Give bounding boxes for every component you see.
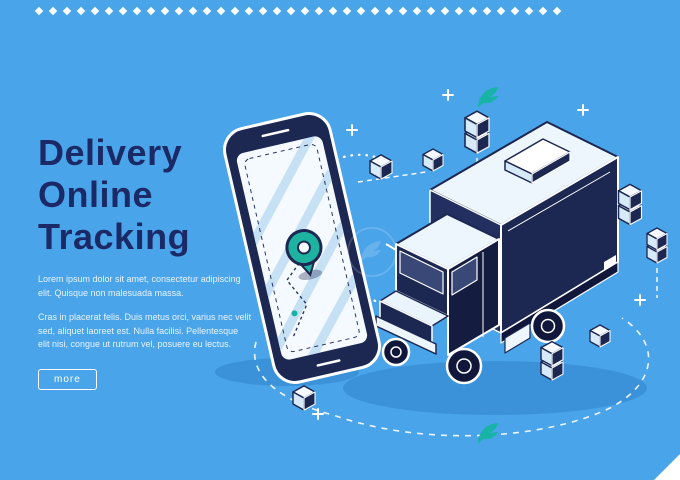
delivery-truck-illustration xyxy=(375,121,619,385)
diamond-icon xyxy=(454,6,464,16)
diamond-icon xyxy=(300,6,310,16)
intro-paragraph: Lorem ipsum dolor sit amet, consectetur … xyxy=(38,274,241,298)
package-box-icon xyxy=(292,385,316,411)
diamond-icon xyxy=(412,6,422,16)
phone-home-bar xyxy=(316,359,341,367)
truck-front-wheels xyxy=(381,337,483,385)
package-stack-icon xyxy=(541,342,563,381)
door-window xyxy=(451,256,478,296)
diamond-icon xyxy=(188,6,198,16)
diamond-icon xyxy=(440,6,450,16)
diamond-icon xyxy=(230,6,240,16)
tail-light xyxy=(604,255,616,270)
diamond-icon xyxy=(286,6,296,16)
diamond-icon xyxy=(174,6,184,16)
diamond-icon xyxy=(524,6,534,16)
package-stack-icon xyxy=(647,228,667,263)
map-dashed-border xyxy=(244,143,360,353)
windshield xyxy=(399,250,444,295)
diamond-icon xyxy=(48,6,58,16)
diamond-icon xyxy=(482,6,492,16)
package-stack-icon xyxy=(465,111,489,153)
feather-logo-icon xyxy=(478,87,498,108)
diamond-icon xyxy=(90,6,100,16)
diamond-icon xyxy=(216,6,226,16)
side-mirror xyxy=(385,243,397,251)
diamond-icon xyxy=(328,6,338,16)
decor-diamond-row xyxy=(34,6,562,16)
diamond-icon xyxy=(62,6,72,16)
diamond-icon xyxy=(370,6,380,16)
dashed-route-loop xyxy=(253,317,650,437)
more-button[interactable]: more xyxy=(38,368,97,390)
diamond-icon xyxy=(552,6,562,16)
diamond-icon xyxy=(76,6,86,16)
diamond-icon xyxy=(356,6,366,16)
diamond-icon xyxy=(342,6,352,16)
diamond-icon xyxy=(244,6,254,16)
diamond-icon xyxy=(314,6,324,16)
diamond-icon xyxy=(538,6,548,16)
truck-rear-wheel xyxy=(530,308,566,344)
diamond-icon xyxy=(496,6,506,16)
map-screen xyxy=(244,134,360,362)
diamond-icon xyxy=(510,6,520,16)
diamond-icon xyxy=(160,6,170,16)
diamond-icon xyxy=(398,6,408,16)
diamond-icon xyxy=(202,6,212,16)
corner-fold xyxy=(654,454,680,480)
diamond-icon xyxy=(426,6,436,16)
smartphone-illustration xyxy=(223,112,381,384)
diamond-icon xyxy=(118,6,128,16)
hero-copy: Delivery Online Tracking Lorem ipsum dol… xyxy=(38,132,252,390)
diamond-icon xyxy=(272,6,282,16)
package-stack-icon xyxy=(619,184,642,224)
diamond-icon xyxy=(132,6,142,16)
diamond-icon xyxy=(104,6,114,16)
diamond-icon xyxy=(146,6,156,16)
diamond-icon xyxy=(468,6,478,16)
diamond-icon xyxy=(384,6,394,16)
detail-paragraph: Cras in placerat felis. Duis metus orci,… xyxy=(38,312,252,350)
diamond-icon xyxy=(34,6,44,16)
phone-speaker xyxy=(261,128,290,138)
map-pin-icon xyxy=(285,229,323,280)
page-title: Delivery Online Tracking xyxy=(38,132,191,257)
diamond-icon xyxy=(258,6,268,16)
package-box-icon xyxy=(422,148,444,172)
feather-logo-icon xyxy=(478,423,498,444)
watermark-stamp xyxy=(347,227,397,277)
package-box-icon xyxy=(369,154,393,180)
package-box-icon xyxy=(589,324,611,348)
